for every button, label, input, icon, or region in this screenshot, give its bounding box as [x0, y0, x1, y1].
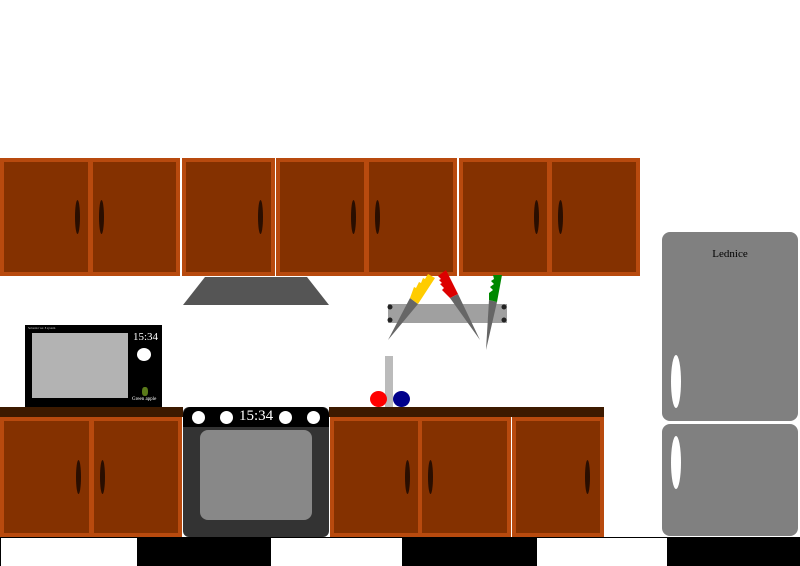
- door-handle: [258, 200, 263, 234]
- fridge-handle[interactable]: [671, 436, 681, 489]
- countertop-left: [0, 407, 183, 417]
- door-handle: [351, 200, 356, 234]
- knife-handle-green: [489, 275, 502, 302]
- blue-ball: [393, 391, 410, 407]
- floor-tile: [402, 537, 537, 566]
- door-handle: [100, 460, 105, 494]
- cabinet-door[interactable]: [334, 421, 418, 533]
- floor-tile: [137, 537, 271, 566]
- fridge-top-door[interactable]: Lednice: [662, 232, 798, 421]
- fridge-handle[interactable]: [671, 355, 681, 408]
- lower-cabinet-1: [0, 417, 182, 537]
- knife-blade: [388, 298, 418, 340]
- stove-top: 15:34: [183, 407, 329, 427]
- burner-icon[interactable]: [279, 411, 292, 424]
- cabinet-door[interactable]: [4, 421, 89, 533]
- cabinet-door[interactable]: [186, 162, 271, 272]
- door-handle: [99, 200, 104, 234]
- microwave-window: [32, 333, 128, 398]
- fridge-label: Lednice: [712, 248, 748, 260]
- door-handle: [76, 460, 81, 494]
- apple-icon: [142, 387, 148, 396]
- microwave-label: Green apple: [132, 397, 157, 402]
- cabinet-door[interactable]: [552, 162, 636, 272]
- upper-cabinet-2: [182, 158, 275, 276]
- knife-blade: [486, 300, 497, 350]
- door-handle: [405, 460, 410, 494]
- faucet: [385, 356, 393, 407]
- microwave-brand: Selondor ver. 8 system: [28, 326, 56, 330]
- oven-window: [200, 430, 312, 520]
- door-handle: [534, 200, 539, 234]
- cabinet-door[interactable]: [94, 421, 178, 533]
- lower-cabinet-2: [330, 417, 511, 537]
- lower-cabinet-3: [512, 417, 604, 537]
- door-handle: [375, 200, 380, 234]
- cabinet-door[interactable]: [280, 162, 364, 272]
- fridge-bottom-door[interactable]: [662, 424, 798, 536]
- burner-icon[interactable]: [220, 411, 233, 424]
- cabinet-door[interactable]: [4, 162, 88, 272]
- knife-handle-yellow: [410, 274, 435, 304]
- upper-cabinet-3: [276, 158, 457, 276]
- floor: [0, 537, 800, 566]
- knife-handle-red: [438, 270, 458, 298]
- burner-icon[interactable]: [307, 411, 320, 424]
- cabinet-door[interactable]: [369, 162, 453, 272]
- door-handle: [558, 200, 563, 234]
- cabinet-door[interactable]: [93, 162, 176, 272]
- cabinet-door[interactable]: [463, 162, 547, 272]
- red-ball: [370, 391, 387, 407]
- floor-tile: [667, 537, 800, 566]
- microwave-clock: 15:34: [133, 331, 159, 343]
- cabinet-door[interactable]: [422, 421, 507, 533]
- burner-icon[interactable]: [192, 411, 205, 424]
- door-handle: [75, 200, 80, 234]
- oven-clock: 15:34: [239, 408, 274, 424]
- door-handle: [585, 460, 590, 494]
- upper-cabinet-4: [459, 158, 640, 276]
- range-hood: [183, 277, 329, 305]
- knife-rack: [387, 270, 507, 350]
- cabinet-door[interactable]: [516, 421, 600, 533]
- microwave-knob[interactable]: [137, 348, 151, 361]
- knife-blade: [450, 294, 480, 340]
- oven[interactable]: 15:34: [183, 407, 329, 537]
- upper-cabinet-1: [0, 158, 180, 276]
- countertop-right: [329, 407, 604, 417]
- door-handle: [428, 460, 433, 494]
- microwave[interactable]: Selondor ver. 8 system 15:34 Green apple: [25, 325, 162, 407]
